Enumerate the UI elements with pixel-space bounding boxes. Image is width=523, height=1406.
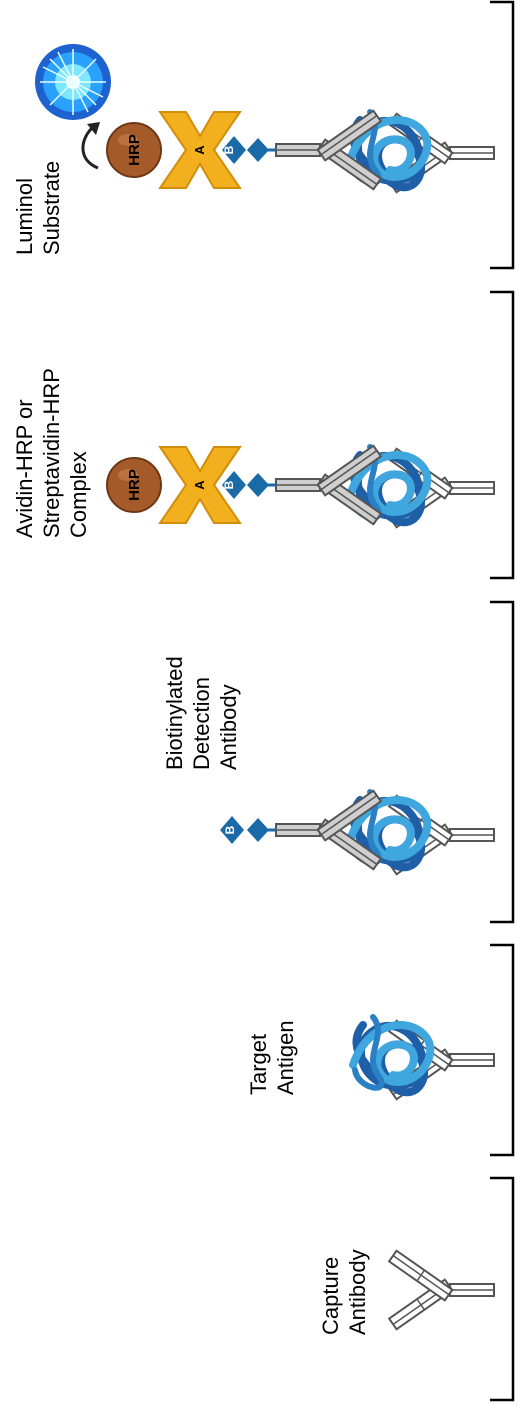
hrp-symbol: HRP [126, 469, 143, 501]
stage-capture: Capture Antibody [318, 1249, 495, 1335]
label-avidin-hrp: Avidin-HRP or Streptavidin-HRP Complex [12, 362, 91, 538]
stage-luminol: Luminol Substrate B A HRP [12, 44, 495, 255]
detection-antibody [275, 789, 382, 871]
biotin-tag: B [222, 471, 276, 499]
hrp-symbol: HRP [126, 134, 143, 166]
reaction-arrow [81, 122, 100, 170]
bracket-avidin-hrp [490, 290, 515, 580]
luminol-glow [35, 44, 111, 120]
biotin-symbol: B [222, 480, 236, 489]
bracket-detection [490, 600, 515, 924]
biotin-symbol: B [222, 145, 236, 154]
bracket-capture [490, 1176, 515, 1402]
label-luminol: Luminol Substrate [12, 161, 64, 255]
label-detection: Biotinylated Detection Antibody [162, 650, 241, 770]
plate-brackets [490, 0, 515, 1402]
biotin-tag: B [220, 816, 276, 844]
hrp-enzyme: HRP [106, 457, 162, 513]
hrp-enzyme: HRP [106, 122, 162, 178]
target-antigen [353, 1017, 430, 1092]
label-antigen: Target Antigen [246, 1020, 298, 1095]
detection-antibody [275, 109, 382, 191]
label-capture: Capture Antibody [318, 1249, 370, 1335]
stage-antigen: Target Antigen [246, 1017, 495, 1101]
avidin-symbol: A [192, 480, 207, 490]
stage-detection: Biotinylated Detection Antibody B [162, 650, 495, 876]
stage-avidin-hrp: Avidin-HRP or Streptavidin-HRP Complex B… [12, 362, 495, 538]
bracket-antigen [490, 943, 515, 1157]
bracket-luminol [490, 0, 515, 270]
detection-antibody [275, 444, 382, 526]
biotin-symbol: B [223, 825, 237, 834]
capture-antibody [388, 1249, 495, 1331]
avidin-symbol: A [192, 145, 207, 155]
biotin-tag: B [222, 136, 276, 164]
